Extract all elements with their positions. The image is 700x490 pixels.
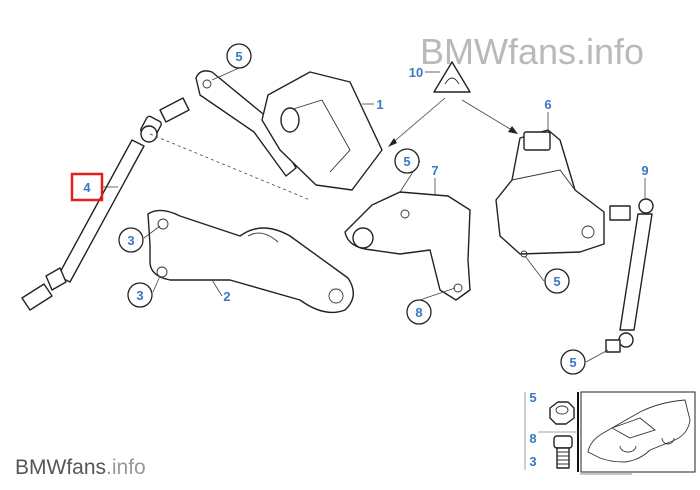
- nut-icon: [549, 401, 575, 425]
- callout-3: 3: [127, 233, 134, 248]
- part-9-link[interactable]: [605, 198, 654, 353]
- callout-8: 8: [415, 305, 422, 320]
- callout-9: 9: [641, 163, 648, 178]
- part-7-bracket[interactable]: [344, 191, 471, 301]
- callout-1: 1: [376, 97, 383, 112]
- callouts: 5 1 10 6 5 7 9 4 3 3 2 8 5 5: [70, 43, 649, 375]
- callout-7: 7: [431, 163, 438, 178]
- inset-label-3: 3: [529, 454, 536, 469]
- part-2-bracket[interactable]: [147, 209, 354, 314]
- part-10-warning-label[interactable]: [433, 61, 471, 93]
- callout-6: 6: [544, 97, 551, 112]
- watermark-bottom: BMWfans.info: [15, 456, 146, 479]
- inset-label-8: 8: [529, 431, 536, 446]
- callout-10: 10: [409, 65, 423, 80]
- callout-5: 5: [569, 355, 576, 370]
- inset-label-5: 5: [529, 390, 536, 405]
- callout-5: 5: [403, 154, 410, 169]
- part-4-rod[interactable]: [21, 97, 190, 311]
- leader-lines: [102, 67, 646, 363]
- callout-2: 2: [223, 289, 230, 304]
- callout-4: 4: [83, 180, 91, 195]
- part-1-sensor[interactable]: [195, 70, 383, 191]
- callout-5: 5: [553, 274, 560, 289]
- callout-5: 5: [235, 49, 242, 64]
- part-6-sensor[interactable]: [495, 129, 605, 258]
- inset-hardware-and-car: 5 8 3: [524, 390, 696, 475]
- watermark-top: BMWfans.info: [420, 31, 644, 72]
- selected-part-highlight: [70, 172, 104, 202]
- car-icon: [587, 399, 691, 463]
- callout-3: 3: [136, 288, 143, 303]
- bolt-icon: [553, 435, 573, 449]
